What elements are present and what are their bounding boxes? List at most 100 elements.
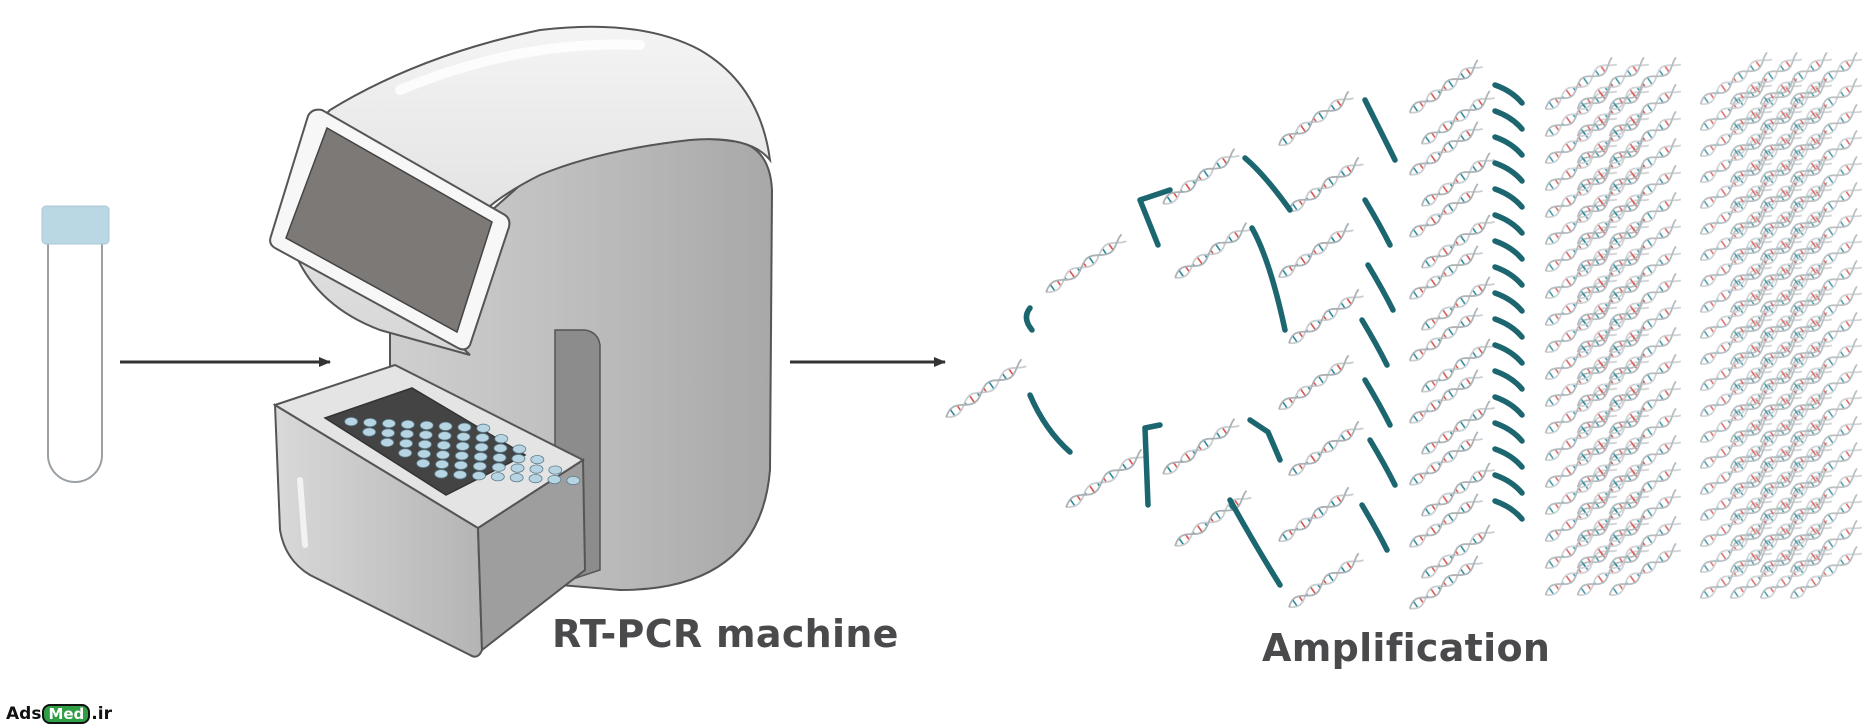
dna-helix-icon xyxy=(1608,137,1682,192)
dna-helix-icon xyxy=(1408,431,1483,486)
plate-well xyxy=(472,471,486,481)
plate-well xyxy=(418,439,432,449)
dna-helix-icon xyxy=(1278,486,1354,543)
primer-icon xyxy=(1492,368,1525,392)
plate-well xyxy=(454,460,468,470)
dna-helix-icon xyxy=(1608,488,1682,543)
dna-helix-icon xyxy=(1789,259,1863,314)
plate-well xyxy=(400,419,415,430)
plate-well xyxy=(418,430,433,440)
dna-helix-icon xyxy=(1408,307,1483,362)
dna-helix-icon xyxy=(1288,552,1364,609)
watermark-logo: Ads Med .ir xyxy=(6,703,112,725)
dna-helix-icon xyxy=(1608,83,1682,138)
watermark-middle: Med xyxy=(42,704,91,724)
plate-well xyxy=(437,431,452,441)
dna-helix-icon xyxy=(1789,415,1863,470)
rt-pcr-machine-icon xyxy=(269,25,774,658)
amplification-label: Amplification xyxy=(1262,626,1551,670)
plate-well xyxy=(475,433,490,443)
primer-icon xyxy=(1492,446,1525,470)
plate-well xyxy=(492,453,507,463)
dna-helix-icon xyxy=(1789,389,1863,444)
dna-helix-icon xyxy=(1608,353,1682,408)
primer-icon xyxy=(1492,316,1525,340)
dna-helix-icon xyxy=(1608,299,1682,354)
dna-helix-icon xyxy=(1608,326,1682,381)
dna-helix-icon xyxy=(1408,183,1483,238)
plate-well xyxy=(547,474,562,485)
dna-helix-icon xyxy=(1278,222,1354,279)
plate-well xyxy=(399,438,413,449)
dna-helix-icon xyxy=(1278,90,1354,147)
dna-helix-icon xyxy=(1729,51,1803,106)
watermark-left: Ads xyxy=(6,704,42,724)
plate-well xyxy=(548,465,563,475)
primer-icon xyxy=(1142,422,1163,508)
dna-helix-icon xyxy=(1789,519,1863,574)
plate-well xyxy=(511,454,526,464)
dna-helix-icon xyxy=(1608,56,1682,111)
plate-well xyxy=(530,454,545,465)
dna-helix-icon xyxy=(1699,181,1773,236)
dna-helix-icon xyxy=(1408,121,1483,176)
primer-icon xyxy=(1492,342,1525,366)
dna-helix-icon xyxy=(1789,207,1863,262)
dna-helix-icon xyxy=(1608,272,1682,327)
dna-helix-icon xyxy=(1162,418,1240,475)
plate-well xyxy=(510,463,525,473)
dna-helix-icon xyxy=(1174,222,1252,279)
dna-helix-icon xyxy=(1789,51,1863,106)
dna-helix-icon xyxy=(1408,369,1483,424)
primer-icon xyxy=(1492,212,1525,236)
dna-helix-icon xyxy=(1420,152,1495,207)
dna-helix-icon xyxy=(1420,214,1495,269)
plate-well xyxy=(434,469,449,479)
plate-well xyxy=(381,428,395,438)
dna-helix-icon xyxy=(945,358,1027,419)
primer-icon xyxy=(1492,186,1525,210)
primer-icon xyxy=(1137,187,1173,248)
plate-well xyxy=(494,434,509,444)
primer-icon xyxy=(1365,262,1396,313)
plate-well xyxy=(382,418,396,429)
plate-well xyxy=(473,452,488,462)
dna-helix-icon xyxy=(1608,515,1682,570)
plate-well xyxy=(566,475,581,486)
dna-helix-icon xyxy=(1288,156,1364,213)
dna-helix-icon xyxy=(1174,490,1252,547)
dna-helix-icon xyxy=(1759,51,1833,106)
dna-helix-icon xyxy=(1544,56,1618,111)
primer-icon xyxy=(1362,97,1398,163)
dna-helix-icon xyxy=(1065,448,1147,509)
dna-helix-icon xyxy=(1789,337,1863,392)
watermark-right: .ir xyxy=(91,704,112,724)
primer-icon xyxy=(1492,394,1525,418)
plate-well xyxy=(472,461,487,471)
dna-helix-icon xyxy=(1608,542,1682,597)
dna-helix-icon xyxy=(1789,493,1863,548)
dna-helix-icon xyxy=(1576,380,1650,435)
plate-well xyxy=(474,442,489,452)
dna-helix-icon xyxy=(1576,56,1650,111)
plate-well xyxy=(400,429,414,439)
primer-icon xyxy=(1492,290,1525,314)
primer-icon xyxy=(1492,238,1525,262)
primer-icon xyxy=(1359,317,1390,368)
dna-helix-icon xyxy=(1408,493,1483,548)
dna-helix-icon xyxy=(1789,129,1863,184)
sample-tube-icon xyxy=(41,205,110,483)
primer-icon xyxy=(1359,502,1390,553)
primer-icon xyxy=(1362,377,1393,428)
primer-icon xyxy=(1492,264,1525,288)
dna-helix-icon xyxy=(1420,276,1495,331)
plate-well xyxy=(457,422,472,432)
plate-well xyxy=(416,458,431,468)
dna-helix-icon xyxy=(1789,285,1863,340)
primer-icon xyxy=(1492,420,1525,444)
plate-well xyxy=(362,427,377,437)
primer-icon xyxy=(1242,155,1293,213)
plate-well xyxy=(398,448,413,458)
plate-well xyxy=(436,450,450,460)
